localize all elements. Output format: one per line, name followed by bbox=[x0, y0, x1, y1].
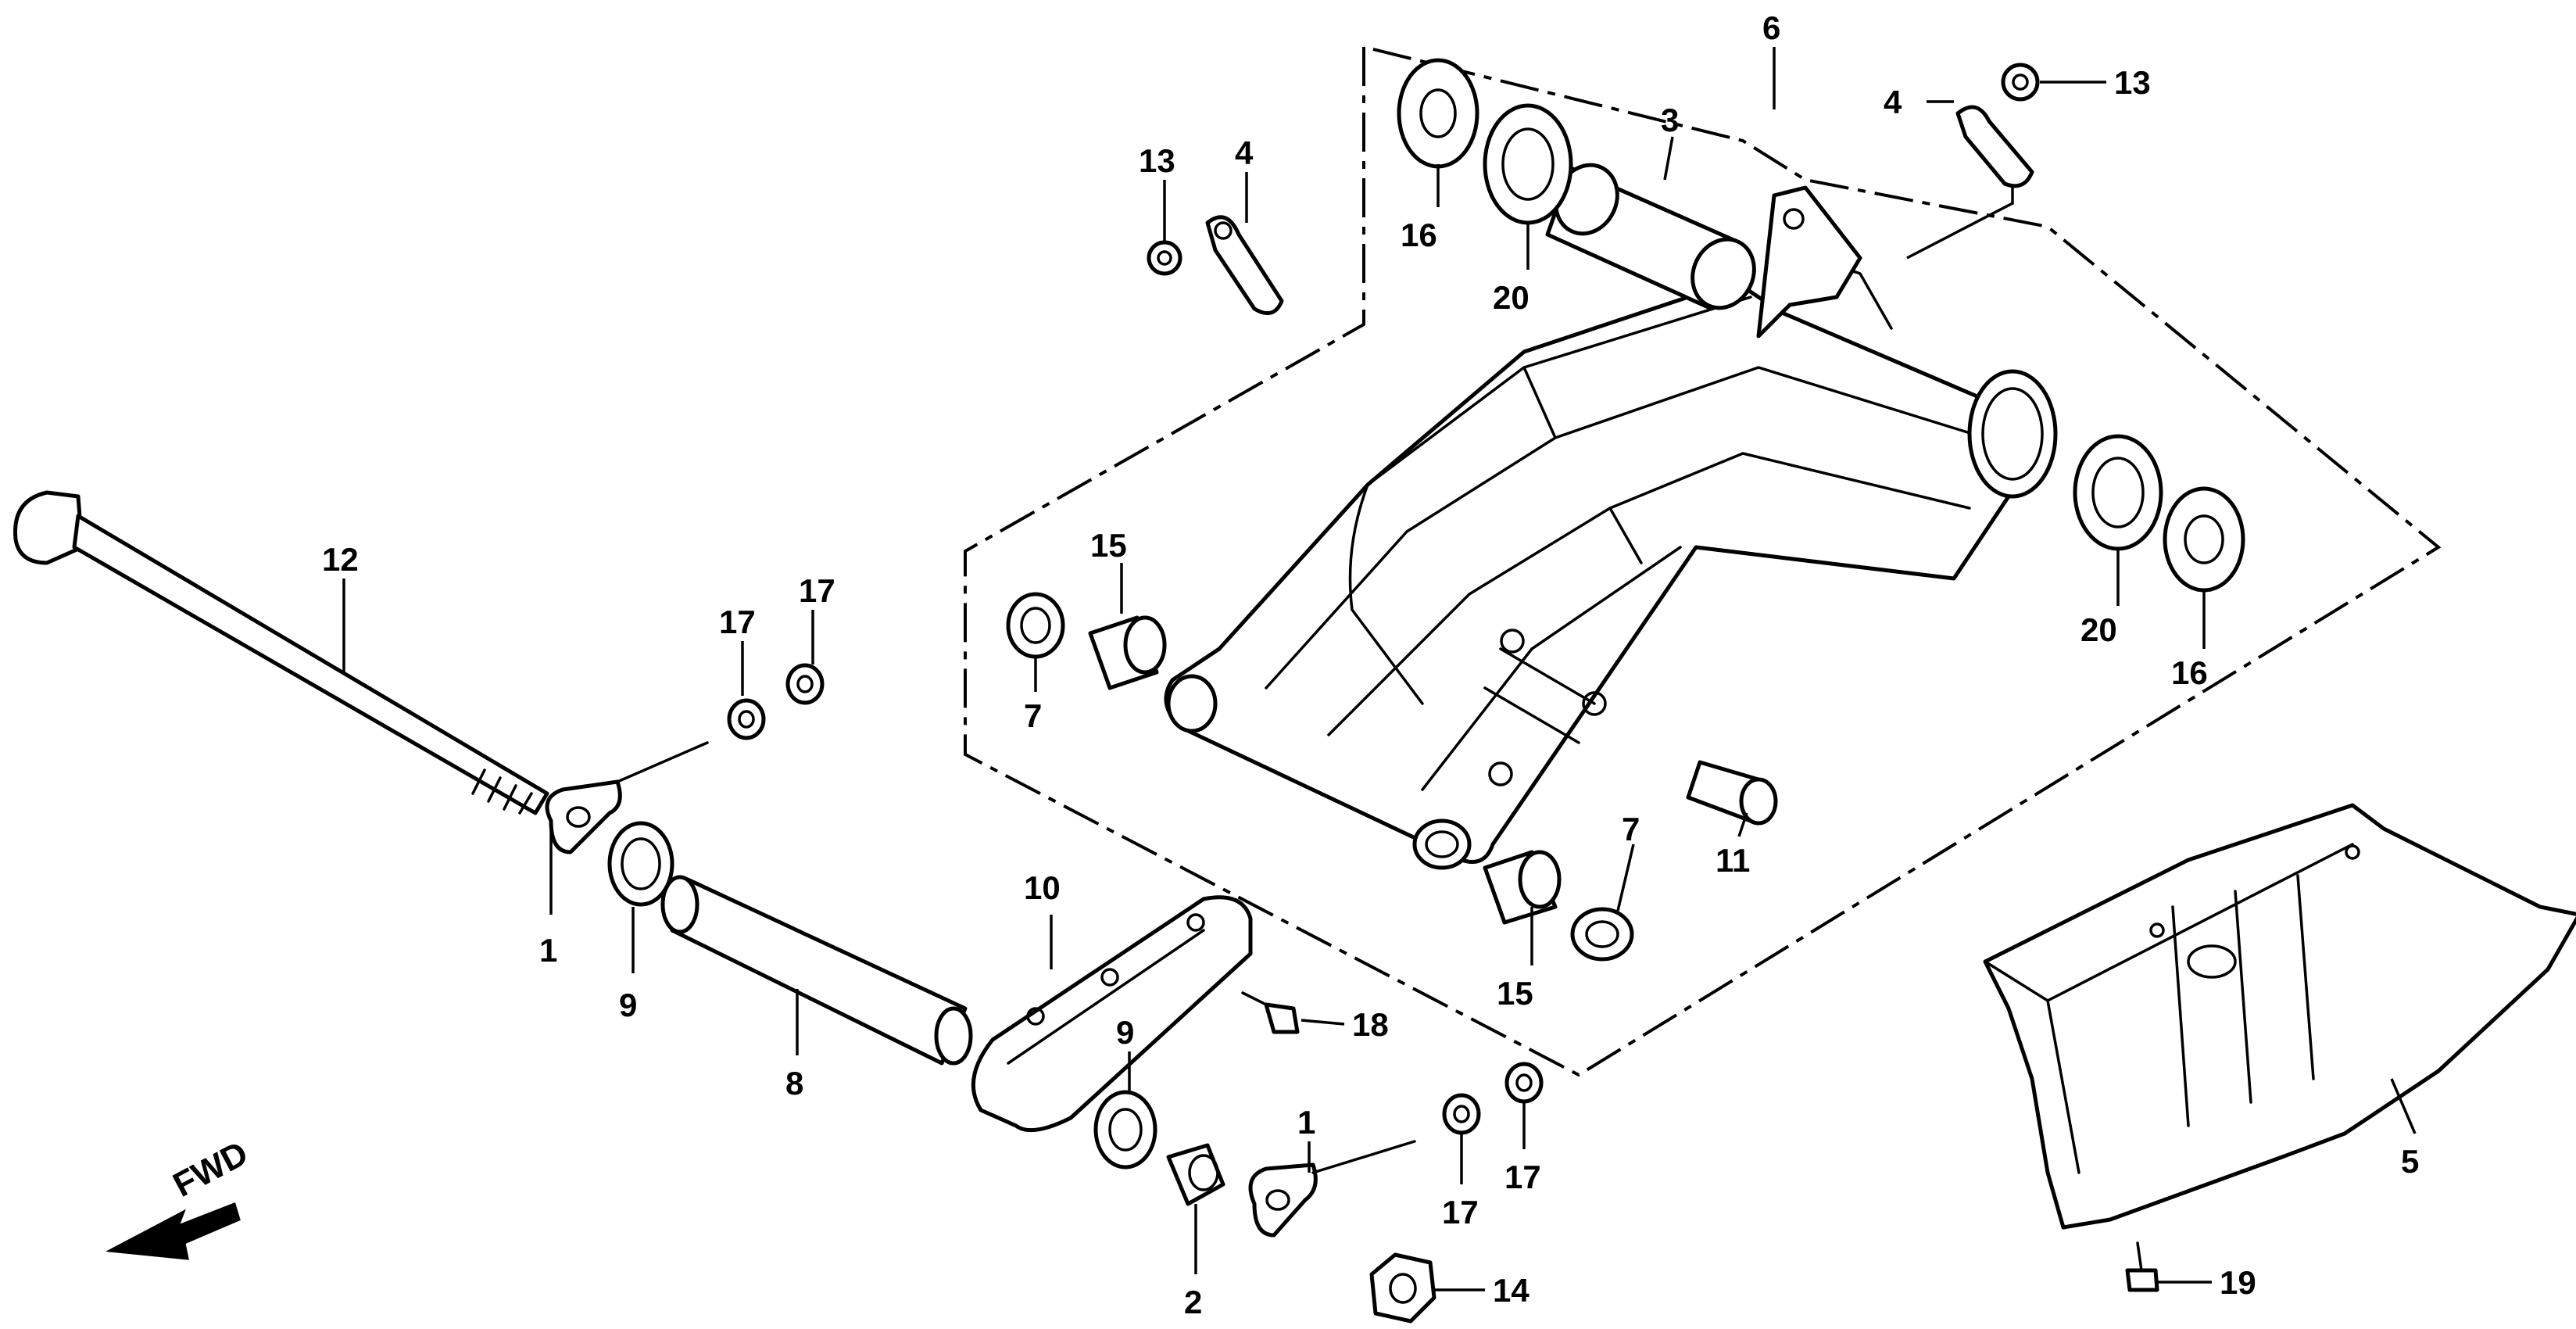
bolt-18 bbox=[1241, 991, 1300, 1034]
callout-17-lower-a: 17 bbox=[1442, 1194, 1479, 1230]
fwd-label: FWD bbox=[167, 1134, 254, 1205]
callout-5: 5 bbox=[2401, 1143, 2419, 1180]
needle-bearing-15-right bbox=[1483, 850, 1562, 925]
callout-17-upper-a: 17 bbox=[719, 604, 756, 640]
bracket-4-left bbox=[1205, 215, 1284, 316]
callout-13-left: 13 bbox=[1139, 142, 1175, 179]
callout-20-top: 20 bbox=[1493, 279, 1530, 316]
nut-17-lower-a bbox=[1442, 1093, 1481, 1135]
callout-19: 19 bbox=[2220, 1264, 2256, 1301]
callout-1-left: 1 bbox=[539, 932, 557, 969]
callout-11: 11 bbox=[1716, 842, 1750, 879]
assembly-boundary bbox=[964, 45, 2442, 1077]
dust-seal-16-right bbox=[2163, 486, 2245, 593]
seal-7-right bbox=[1570, 907, 1634, 962]
callout-2: 2 bbox=[1184, 1284, 1202, 1320]
callout-4-left: 4 bbox=[1235, 134, 1254, 171]
chain-adjuster-1-lower bbox=[1248, 1140, 1416, 1238]
callout-16-top: 16 bbox=[1401, 217, 1437, 253]
callout-6: 6 bbox=[1762, 9, 1780, 46]
collar-11 bbox=[1686, 760, 1778, 826]
callout-14: 14 bbox=[1493, 1272, 1530, 1309]
plate-2 bbox=[1166, 1143, 1225, 1206]
callout-20-right: 20 bbox=[2080, 611, 2117, 648]
callout-7-left: 7 bbox=[1024, 697, 1042, 734]
callout-16-right: 16 bbox=[2171, 654, 2208, 691]
bearing-20-top bbox=[1483, 103, 1573, 225]
callout-labels: 6 3 16 20 4 13 4 13 20 16 15 7 15 7 11 1… bbox=[322, 9, 2419, 1320]
seal-9-right bbox=[1093, 1090, 1157, 1170]
callout-1-lower: 1 bbox=[1297, 1104, 1315, 1141]
seal-9-left bbox=[607, 821, 674, 907]
callout-7-right: 7 bbox=[1622, 811, 1640, 847]
callout-15-right: 15 bbox=[1497, 975, 1533, 1012]
callout-9-left: 9 bbox=[619, 987, 637, 1023]
nut-17-upper-a bbox=[727, 698, 766, 740]
callout-13-right: 13 bbox=[2114, 64, 2151, 101]
nut-13-left bbox=[1147, 240, 1182, 276]
pivot-bolt-12 bbox=[13, 490, 549, 815]
nut-17-lower-b bbox=[1504, 1062, 1544, 1104]
bolt-19 bbox=[2125, 1241, 2159, 1292]
callout-17-upper-b: 17 bbox=[799, 572, 835, 609]
callout-8: 8 bbox=[785, 1065, 803, 1102]
needle-bearing-15-left bbox=[1088, 615, 1167, 690]
swingarm bbox=[1164, 185, 2058, 870]
callout-10: 10 bbox=[1024, 869, 1061, 906]
nut-17-upper-b bbox=[785, 663, 825, 705]
callout-15-left: 15 bbox=[1090, 527, 1127, 564]
forward-arrow-icon bbox=[105, 1202, 241, 1260]
collar-8 bbox=[660, 875, 973, 1066]
bracket-4-right bbox=[1955, 105, 2034, 188]
callout-4-right: 4 bbox=[1884, 84, 1902, 120]
callout-18: 18 bbox=[1352, 1006, 1389, 1043]
callout-17-lower-b: 17 bbox=[1504, 1159, 1541, 1195]
seal-7-left bbox=[1006, 592, 1065, 659]
chain-adjuster-1-left bbox=[545, 741, 709, 854]
callout-3: 3 bbox=[1661, 102, 1679, 138]
pivot-nut-14 bbox=[1369, 1252, 1436, 1324]
nut-13-right bbox=[2001, 63, 2040, 102]
leader-lines bbox=[342, 47, 2417, 1291]
chain-guide-10 bbox=[971, 895, 1253, 1133]
dust-seal-16-top bbox=[1397, 58, 1479, 169]
callout-12: 12 bbox=[322, 541, 359, 578]
callout-9-right: 9 bbox=[1116, 1014, 1134, 1051]
collar-3 bbox=[1545, 163, 1756, 311]
skid-plate-5 bbox=[1983, 803, 2576, 1230]
bearing-20-right bbox=[2073, 434, 2163, 551]
